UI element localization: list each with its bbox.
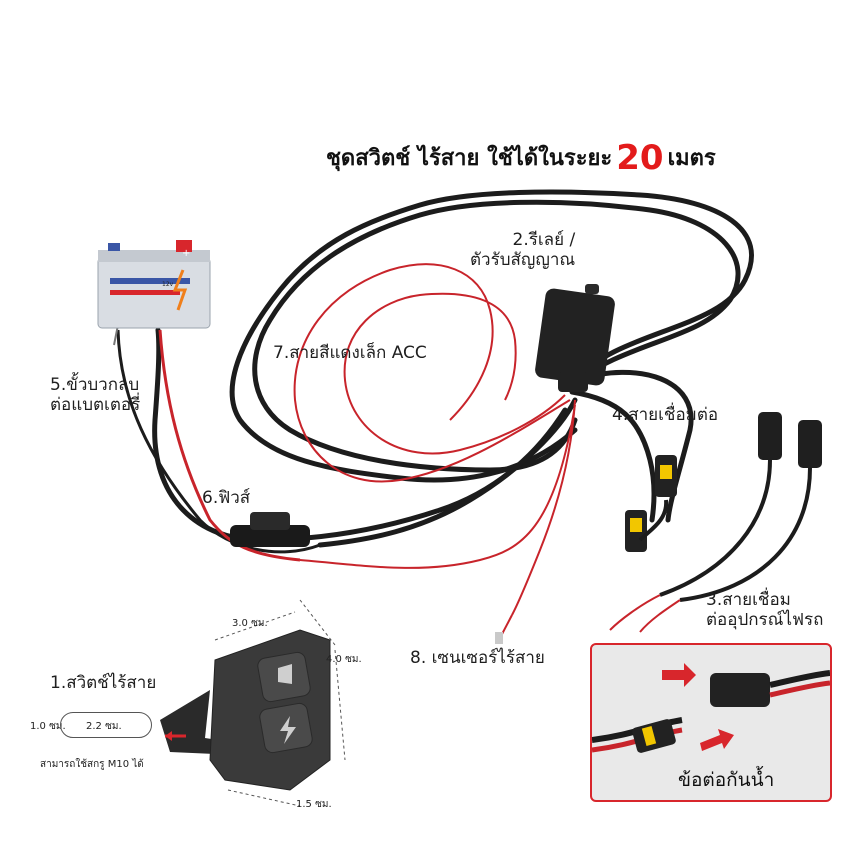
label-fuse: 6.ฟิวส์ [202,488,251,508]
battery-voltage: 12v [162,281,174,288]
waterproof-connector-icon [592,663,830,753]
red-acc-wire [293,263,576,616]
dimension-lines [214,599,346,807]
waterproof-inset: ข้อต่อกันน้ำ [590,643,832,802]
svg-text:+: + [182,248,190,259]
label-light-cable: 3.สายเชื่อม ต่ออุปกรณ์ไฟรถ [706,590,824,630]
lightning-icon [280,716,296,744]
dimension-bracket: 2.2 ซม. [86,721,122,732]
range-number: 20 [616,138,664,178]
label-relay: 2.รีเลย์ / ตัวรับสัญญาณ [470,230,576,270]
fuse-icon [230,512,310,547]
label-switch: 1.สวิตช์ไร้สาย [50,673,157,693]
inset-caption: ข้อต่อกันน้ำ [678,769,775,791]
battery-icon: + 12v [97,240,211,329]
relay-box-icon [535,284,615,392]
sensor-wire [495,614,513,644]
label-sensor: 8. เซนเซอร์ไร้สาย [410,648,545,668]
dimension-thickness: 1.5 ซม. [296,799,332,810]
label-battery-terminal: 5.ขั้วบวกลบ ต่อแบตเตอรี่ [50,375,141,415]
connector-pair [609,412,822,633]
dimension-hole: 1.0 ซม. [30,721,66,732]
dimension-width: 3.0 ซม. [232,618,268,629]
headlight-icon [278,664,292,684]
label-connector: 4.สายเชื่อมต่อ [612,405,719,425]
label-acc: 7.สายสีแดงเล็ก ACC [273,343,427,363]
dimension-height: 4.0 ซม. [326,654,362,665]
bracket-pill [60,712,152,738]
wireless-switch[interactable] [160,629,331,791]
screw-note: สามารถใช้สกรู M10 ได้ [40,759,144,770]
